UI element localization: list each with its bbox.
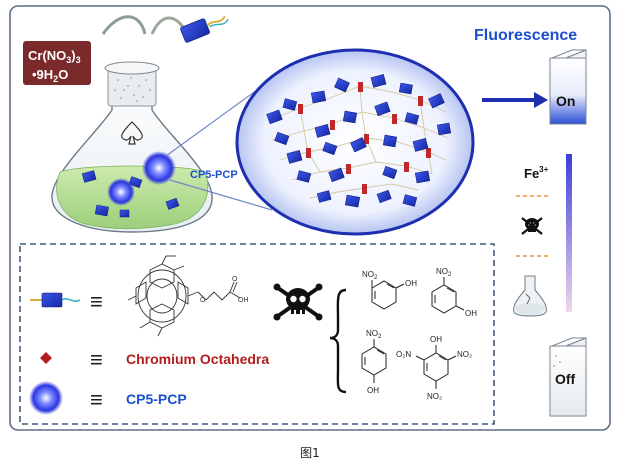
np2-no2-label: NO2	[436, 267, 452, 278]
ligand-o-label: O	[200, 297, 206, 304]
cp5-pcp-label: CP5-PCP	[190, 169, 238, 181]
reactant-box	[23, 41, 91, 85]
arrow-to-on-head	[534, 92, 548, 108]
legend-ligand-icon	[30, 292, 81, 308]
analyte-brace	[329, 288, 347, 394]
ligand-oh-label: OH	[238, 297, 249, 304]
cuvette-on: On	[549, 49, 587, 125]
legend-cp5-glow-icon	[29, 381, 63, 415]
np1-no2-label: NO2	[362, 270, 378, 281]
framework-cubes	[266, 74, 452, 208]
np2-oh-label: OH	[465, 309, 477, 318]
legend-equiv-3: ≡	[90, 387, 103, 412]
np3-oh-label: OH	[367, 386, 379, 395]
wire-left	[101, 15, 147, 35]
nitrophenol-para-structure	[361, 339, 387, 383]
legend-chromium-icon	[40, 352, 52, 364]
cp5-glow-particle-1	[107, 178, 135, 206]
quenching-gradient-bar	[566, 154, 572, 312]
cp5-glow-particle-2	[142, 151, 176, 185]
toxic-skull-icon	[273, 283, 323, 321]
flask-rim	[104, 61, 160, 75]
state-on-label: On	[556, 93, 575, 109]
framework-structure	[235, 48, 475, 236]
ligand-pill-icon	[180, 15, 229, 43]
legend-equiv-1: ≡	[90, 289, 103, 314]
toxic-skull-small-icon	[521, 217, 543, 235]
legend-cp5-label: CP5-PCP	[126, 391, 187, 407]
nitrophenol-meta-structure	[431, 277, 465, 314]
reactant-formula: Cr(NO3)3	[28, 48, 81, 65]
off-cuvette-dots	[553, 355, 561, 367]
ligand-ketone-label: O	[232, 276, 238, 283]
legend-chromium-label: Chromium Octahedra	[126, 351, 269, 367]
cuvette-off: Off	[549, 337, 587, 417]
reactant-hydrate: •9H2O	[32, 67, 68, 84]
np1-oh-label: OH	[405, 279, 417, 288]
state-off-label: Off	[555, 371, 576, 387]
reaction-flask-group: Cr(NO3)3 •9H2O	[23, 15, 229, 233]
fe3-label: Fe3+	[524, 165, 549, 181]
legend-panel	[19, 243, 495, 425]
picric-acid-structure	[415, 345, 457, 389]
np4-bottom-label: NO₂	[427, 392, 442, 401]
zoom-line-top	[165, 81, 269, 157]
stopper-texture	[114, 77, 151, 102]
zoom-line-bottom	[169, 179, 273, 211]
np3-no2-label: NO2	[366, 329, 382, 340]
solution-ligand-cubes	[81, 170, 180, 218]
pillararene-ligand-structure	[127, 255, 241, 337]
chromium-nodes	[298, 82, 431, 194]
flask-logo-icon	[121, 121, 143, 145]
fluorescence-title: Fluorescence	[474, 27, 577, 44]
np4-oh-label: OH	[430, 335, 442, 344]
np4-right-label: NO₂	[457, 350, 472, 359]
np4-left-label: O₂N	[396, 350, 411, 359]
nitrophenol-ortho-structure	[371, 280, 405, 310]
legend-equiv-2: ≡	[90, 347, 103, 372]
small-flask-icon	[513, 275, 547, 317]
figure-caption: 图1	[300, 446, 320, 460]
